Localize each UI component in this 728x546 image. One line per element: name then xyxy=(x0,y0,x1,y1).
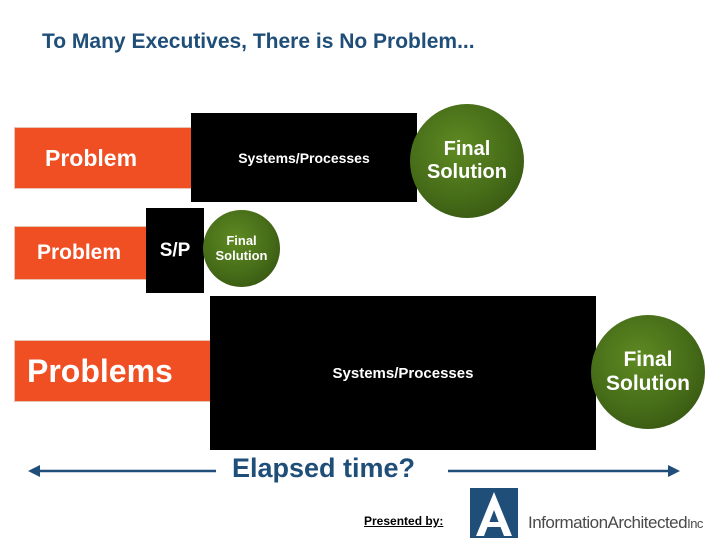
logo-main-text: InformationArchitected xyxy=(528,513,688,532)
problem-box-2: Problem xyxy=(14,226,152,280)
problem-box-3: Problems xyxy=(14,340,214,402)
solution-label-line1: Final xyxy=(443,138,491,160)
company-logo-icon xyxy=(470,488,518,538)
solution-label-line1: Final xyxy=(226,232,257,248)
systems-box-3: Systems/Processes xyxy=(210,296,596,450)
solution-label-line2: Solution xyxy=(427,161,507,183)
arrow-right-icon xyxy=(668,465,680,477)
solution-label-line1: Final xyxy=(623,347,673,371)
arrow-left-icon xyxy=(28,465,40,477)
systems-box-1: Systems/Processes xyxy=(191,113,417,202)
elapsed-time-label: Elapsed time? xyxy=(232,453,416,483)
solution-label-line2: Solution xyxy=(215,247,268,263)
timeline-arrow xyxy=(28,465,680,477)
presented-by-label: Presented by: xyxy=(364,514,444,528)
solution-circle-2: Final Solution xyxy=(203,210,280,287)
solution-label-line2: Solution xyxy=(606,372,690,395)
logo-suffix-text: Inc xyxy=(687,516,703,531)
systems-box-2: S/P xyxy=(146,208,204,293)
solution-circle-3: Final Solution xyxy=(591,315,705,429)
company-logo-text: InformationArchitectedInc xyxy=(528,513,703,533)
slide-title: To Many Executives, There is No Problem.… xyxy=(42,30,475,53)
solution-circle-1: Final Solution xyxy=(410,104,524,218)
problem-box-1: Problem xyxy=(14,127,200,189)
